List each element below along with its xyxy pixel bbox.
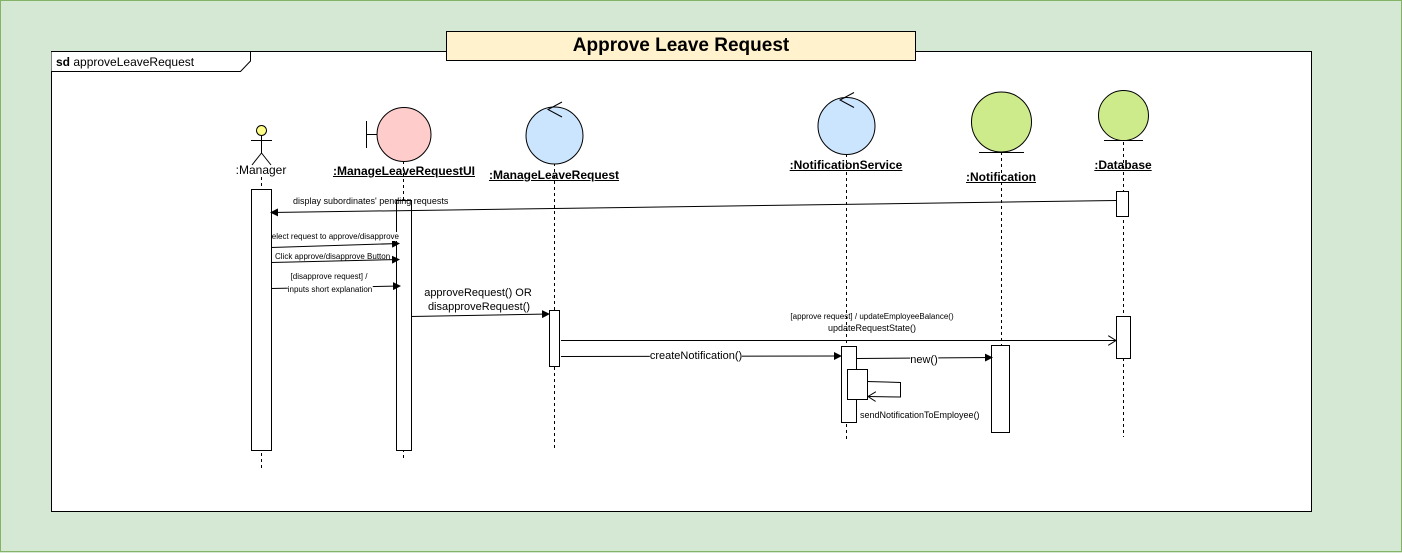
control-icon bbox=[525, 101, 584, 165]
message-label-new: new() bbox=[910, 354, 938, 366]
message-label-explanation: inputs short explanation bbox=[287, 285, 373, 294]
lifeline-label-notif: :Notification bbox=[966, 170, 1036, 184]
message-label-approve: approveRequest() OR bbox=[424, 287, 532, 299]
frame-name: approveLeaveRequest bbox=[73, 55, 195, 69]
lifeline-label-ctrl: :ManageLeaveRequest bbox=[488, 168, 620, 182]
frame-label: sd approveLeaveRequest bbox=[56, 55, 194, 69]
message-label-click: Click approve/disapprove Button bbox=[275, 252, 391, 261]
lifeline-label-ui: :ManageLeaveRequestUI bbox=[332, 164, 476, 178]
message-arrow-approve bbox=[410, 310, 550, 319]
message-label-disapprove-guard: [disapprove request] / bbox=[290, 272, 368, 281]
activation-manager bbox=[251, 189, 272, 451]
frame-tab bbox=[51, 51, 251, 72]
entity-icon bbox=[1098, 90, 1149, 141]
message-label-disapprove: disapproveRequest() bbox=[427, 301, 531, 313]
message-arrow-display bbox=[270, 200, 1117, 217]
message-arrow-click bbox=[270, 255, 400, 264]
message-label-update-guard: [approve request] / updateEmployeeBalanc… bbox=[790, 312, 954, 321]
activation-ui bbox=[396, 200, 412, 451]
message-label-send: sendNotificationToEmployee() bbox=[860, 410, 980, 420]
diagram-title: Approve Leave Request bbox=[446, 31, 916, 61]
frame-keyword: sd bbox=[56, 55, 71, 69]
activation-db-1 bbox=[1116, 191, 1129, 217]
activation-notif bbox=[991, 345, 1010, 433]
message-label-update-state: updateRequestState() bbox=[827, 323, 917, 333]
activation-ctrl bbox=[549, 310, 560, 367]
message-label-create-notification: createNotification() bbox=[649, 350, 743, 362]
actor-icon bbox=[251, 125, 272, 166]
entity-icon bbox=[971, 91, 1032, 153]
lifeline-label-notifsvc: :NotificationService bbox=[789, 158, 903, 172]
control-icon bbox=[817, 92, 876, 155]
boundary-icon bbox=[366, 107, 432, 162]
activation-notifsvc-self bbox=[847, 369, 868, 400]
activation-db-2 bbox=[1116, 316, 1131, 359]
message-arrow-send-self bbox=[866, 381, 901, 398]
message-label-select: select request to approve/disapprove bbox=[272, 232, 399, 241]
message-label-display: display subordinates' pending requests bbox=[293, 196, 449, 206]
message-arrow-select bbox=[270, 239, 400, 248]
lifeline-label-manager: :Manager bbox=[235, 163, 287, 177]
lifeline-label-db: :Database bbox=[1094, 158, 1152, 172]
